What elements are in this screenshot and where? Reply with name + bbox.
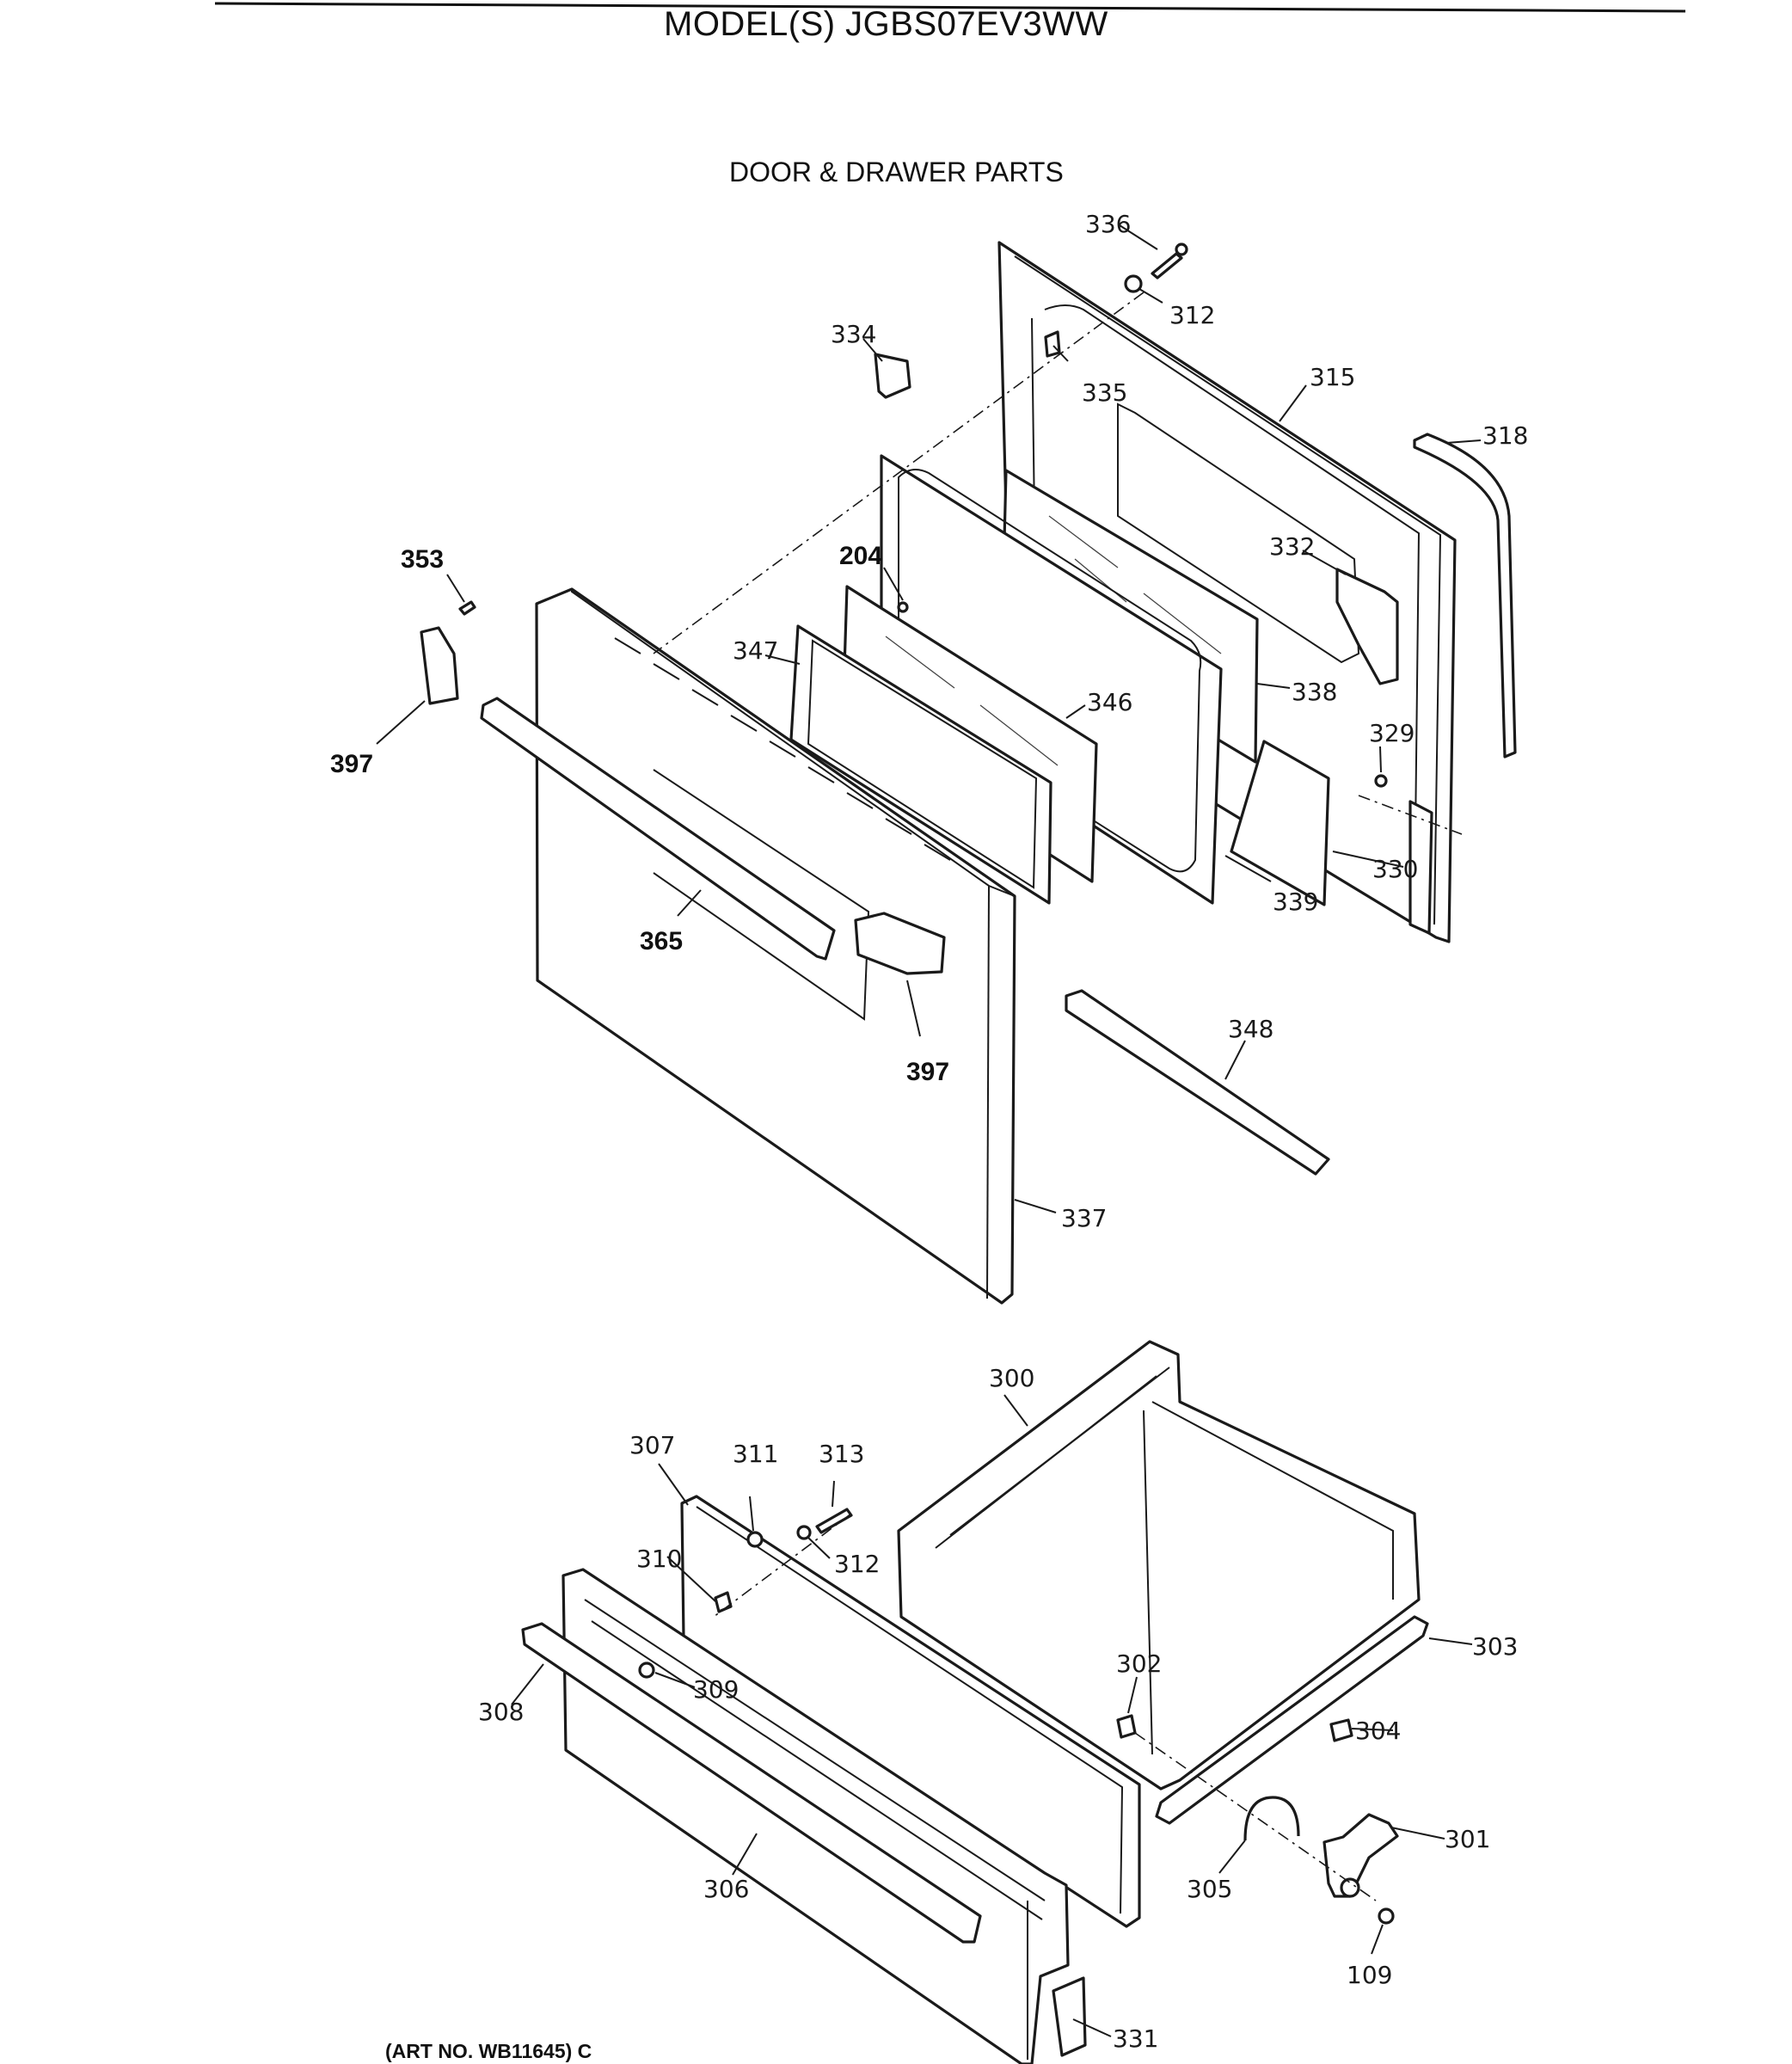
callout-347: 347 [733, 636, 778, 665]
screw-204 [897, 601, 909, 613]
vent-slots [614, 637, 951, 861]
callout-332: 332 [1269, 532, 1315, 561]
callout-331: 331 [1113, 2024, 1158, 2053]
drawer-bracket [1323, 1813, 1399, 1898]
callout-310: 310 [636, 1545, 682, 1573]
callout-302: 302 [1116, 1649, 1162, 1678]
spacer-335 [1044, 330, 1061, 358]
alignment-line-door-1 [653, 292, 1145, 654]
callout-353: 353 [401, 545, 444, 574]
clip-334 [874, 353, 911, 399]
alignment-line-door-2 [1358, 795, 1463, 835]
section-title: DOOR & DRAWER PARTS [729, 157, 1064, 187]
callout-348: 348 [1228, 1015, 1273, 1043]
drawer-slide-rail [1155, 1615, 1429, 1825]
clip-310 [714, 1591, 733, 1613]
callout-337: 337 [1061, 1204, 1107, 1232]
screw-336 [1151, 243, 1188, 280]
door-gasket [1413, 433, 1517, 759]
callout-338: 338 [1292, 678, 1337, 706]
callout-303: 303 [1472, 1632, 1518, 1661]
callout-311: 311 [733, 1440, 778, 1468]
leader-lines [376, 224, 1482, 2037]
callout-346: 346 [1087, 688, 1132, 716]
drawer-body [897, 1340, 1421, 1791]
hinge-bracket-upper [1335, 568, 1399, 685]
callout-301: 301 [1445, 1825, 1490, 1853]
callout-305: 305 [1187, 1875, 1232, 1903]
drawer-spring [1243, 1796, 1300, 1841]
callout-109: 109 [1347, 1961, 1392, 1989]
washer-312-upper [1124, 274, 1143, 293]
callout-329: 329 [1369, 719, 1415, 747]
callout-365: 365 [640, 927, 683, 955]
callout-204: 204 [839, 542, 882, 570]
callout-304: 304 [1355, 1717, 1401, 1745]
alignment-line-drawer-1 [713, 1513, 852, 1618]
screw-313 [815, 1508, 853, 1534]
drawer-end-cap [1052, 1976, 1087, 2057]
art-number: (ART NO. WB11645) C [385, 2040, 592, 2062]
door-handle [480, 697, 836, 961]
callout-312-upper: 312 [1169, 301, 1215, 329]
end-cap-right [854, 912, 946, 975]
callout-308: 308 [478, 1698, 524, 1726]
callout-313: 313 [819, 1440, 864, 1468]
screw-309 [638, 1662, 655, 1679]
lower-glass [1230, 740, 1330, 906]
washer-312-lower [796, 1525, 812, 1540]
callout-318: 318 [1482, 421, 1528, 450]
door-rail [1065, 989, 1330, 1176]
callout-307: 307 [629, 1431, 675, 1459]
callout-306: 306 [703, 1875, 749, 1903]
callout-334: 334 [831, 320, 876, 348]
drawer-pin [1116, 1714, 1137, 1739]
drawer-handle [521, 1622, 982, 1944]
drawer-stop [1329, 1718, 1353, 1742]
callout-339: 339 [1273, 888, 1318, 916]
callout-309: 309 [693, 1675, 739, 1704]
callout-315: 315 [1310, 363, 1355, 391]
top-rule [214, 2, 1686, 13]
washer-311 [746, 1531, 764, 1548]
callout-300: 300 [989, 1364, 1034, 1392]
end-cap-left [420, 626, 459, 705]
washer-109 [1378, 1907, 1395, 1925]
model-title: MODEL(S) JGBS07EV3WW [664, 5, 1108, 43]
callout-397-right: 397 [906, 1058, 949, 1086]
callout-336: 336 [1085, 210, 1131, 238]
outer-door-panel [535, 587, 1016, 1305]
callout-397-left: 397 [330, 750, 373, 778]
callout-330: 330 [1372, 855, 1418, 883]
window-frame [789, 624, 1052, 905]
callout-335: 335 [1082, 378, 1127, 407]
screw-329 [1374, 774, 1388, 788]
screw-353 [458, 600, 476, 616]
callout-312-lower: 312 [834, 1550, 880, 1578]
hinge-lower [1408, 800, 1433, 935]
